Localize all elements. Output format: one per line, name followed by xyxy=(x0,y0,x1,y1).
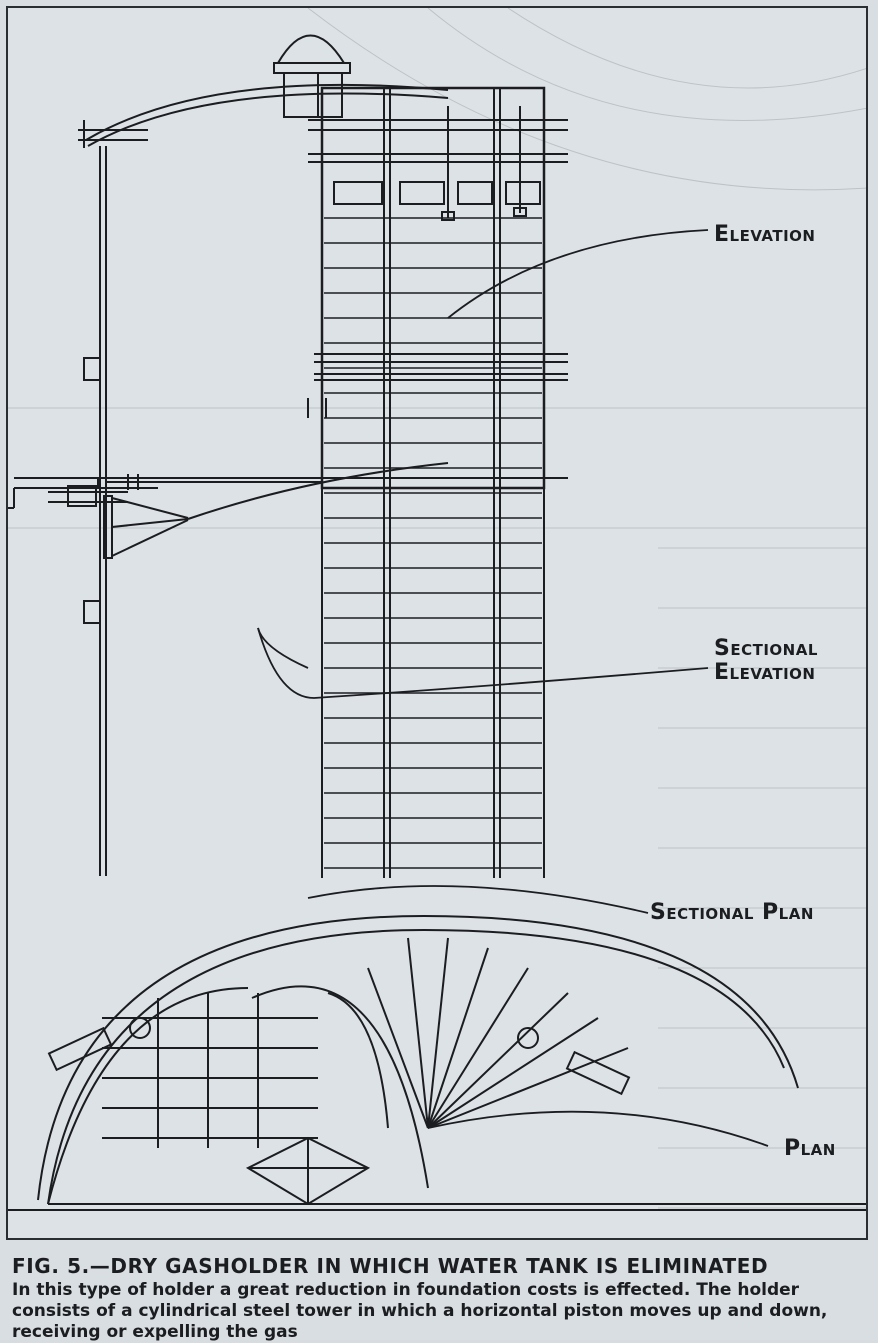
label-sectional-plan: Sectional Plan xyxy=(650,900,814,925)
figure-frame: Elevation Sectional Elevation Sectional … xyxy=(6,6,868,1240)
plan-drawing xyxy=(8,914,866,1211)
caption-title: FIG. 5.—DRY GASHOLDER IN WHICH WATER TAN… xyxy=(12,1254,769,1278)
ghost-background xyxy=(8,8,866,1209)
leader-lines xyxy=(257,229,769,1147)
elevation-drawing xyxy=(8,34,568,878)
gasholder-drawing xyxy=(8,8,866,1211)
label-sectional-elevation-line1: Sectional xyxy=(714,636,818,661)
label-elevation: Elevation xyxy=(714,222,816,247)
figure-caption: FIG. 5.—DRY GASHOLDER IN WHICH WATER TAN… xyxy=(12,1254,867,1343)
label-sectional-elevation-line2: Elevation xyxy=(714,660,816,685)
column-rungs xyxy=(324,217,542,869)
label-plan: Plan xyxy=(784,1136,836,1161)
caption-body: In this type of holder a great reduction… xyxy=(12,1280,828,1342)
